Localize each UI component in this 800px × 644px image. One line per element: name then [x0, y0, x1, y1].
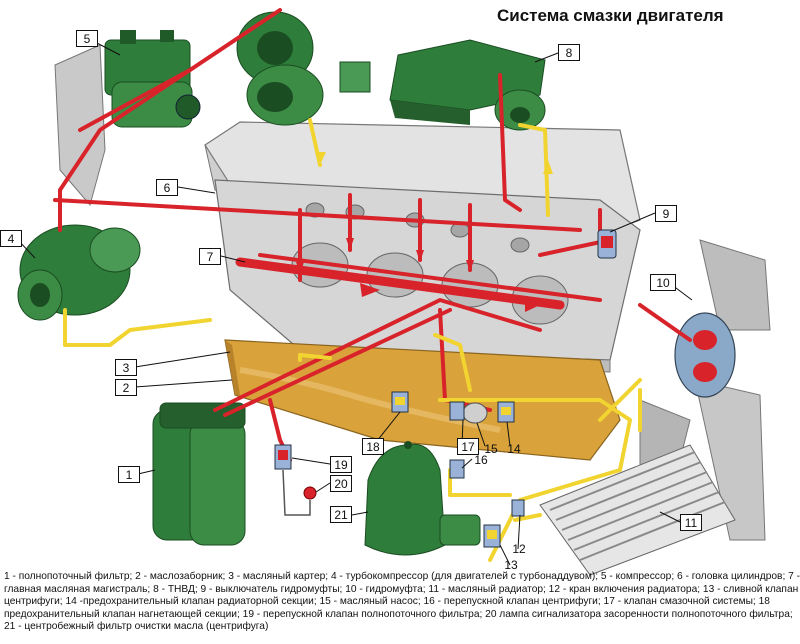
legend-line: предохранительный клапан нагнетающей сек…	[4, 608, 793, 620]
diagram-canvas: Система смазки двигателя 5 8 6 9 4 7 10 …	[0, 6, 800, 634]
compressor	[104, 30, 201, 128]
hydraulic-coupling	[674, 312, 736, 398]
callout-7: 7	[199, 248, 221, 265]
callout-4: 4	[0, 230, 22, 247]
callout-3: 3	[115, 359, 137, 376]
turbocompressor-4	[17, 224, 141, 321]
flow-arrows	[296, 238, 540, 312]
legend: 1 - полнопоточный фильтр; 2 - маслозабор…	[4, 571, 800, 634]
valve-18	[391, 391, 409, 413]
turbocharger	[236, 11, 371, 126]
callout-15: 15	[484, 442, 498, 456]
callout-9: 9	[655, 205, 677, 222]
valve-17	[449, 401, 465, 421]
diagram-title: Система смазки двигателя	[497, 6, 724, 25]
valve-15	[462, 402, 488, 424]
valve-12	[511, 499, 525, 517]
legend-line: 21 - центробежный фильтр очистки масла (…	[4, 621, 269, 633]
legend-line: 1 - полнопоточный фильтр; 2 - маслозабор…	[4, 571, 800, 582]
return-arrows	[315, 152, 553, 174]
callout-13: 13	[504, 558, 518, 572]
callout-20: 20	[330, 475, 352, 492]
valve-16	[449, 459, 465, 479]
callout-11: 11	[680, 514, 702, 531]
callout-6: 6	[156, 179, 178, 196]
callout-14: 14	[507, 442, 521, 456]
valve-14	[497, 401, 515, 423]
callout-21: 21	[330, 506, 352, 523]
callout-10: 10	[650, 274, 676, 291]
callout-18: 18	[362, 438, 384, 455]
legend-line: центрифуги; 14 -предохранительный клапан…	[4, 596, 770, 608]
callout-17: 17	[457, 438, 479, 455]
oil-radiator	[539, 444, 736, 576]
callout-5: 5	[76, 30, 98, 47]
centrifuge	[364, 441, 481, 556]
callout-16: 16	[474, 453, 488, 467]
compressor-mount	[54, 44, 106, 207]
callout-12: 12	[512, 542, 526, 556]
fuel-injection-pump	[389, 39, 546, 131]
valve-19	[274, 444, 292, 470]
legend-line: главная масляная магистраль; 8 - ТНВД; 9…	[4, 583, 799, 595]
lamp-20	[282, 469, 317, 516]
full-flow-filter	[152, 402, 246, 546]
pressure-oil-lines	[53, 8, 692, 462]
callout-19: 19	[330, 456, 352, 473]
callout-2: 2	[115, 379, 137, 396]
valve-9	[597, 229, 617, 259]
engine-illustration	[15, 8, 771, 576]
valve-13	[483, 524, 501, 548]
callout-8: 8	[558, 44, 580, 61]
callout-1: 1	[118, 466, 140, 483]
main-oil-gallery	[235, 257, 565, 310]
